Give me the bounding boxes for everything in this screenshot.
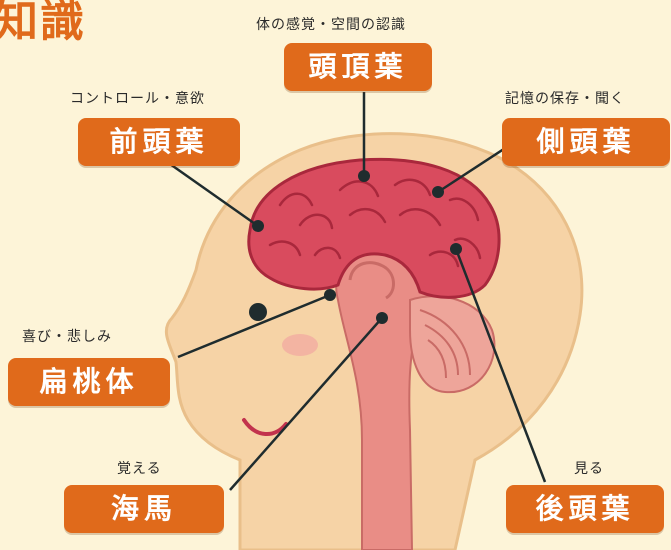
eye <box>249 303 267 321</box>
parietal-description: 体の感覚・空間の認識 <box>256 17 406 33</box>
cerebellum <box>409 295 496 394</box>
frontal-label: 前頭葉 <box>78 118 240 166</box>
hippocampus-description: 覚える <box>117 461 162 477</box>
occipital-label: 後頭葉 <box>506 485 664 533</box>
mouth <box>242 418 288 436</box>
parietal-label: 頭頂葉 <box>284 43 432 91</box>
marker-dots <box>252 170 462 324</box>
frontal-description: コントロール・意欲 <box>70 91 205 107</box>
hippocampus-label: 海馬 <box>64 485 224 533</box>
temporal-description: 記憶の保存・聞く <box>505 91 625 107</box>
temporal-label: 側頭葉 <box>502 118 670 166</box>
occipital-description: 見る <box>574 461 604 477</box>
leader-lines <box>169 92 547 491</box>
page-title: 知識 <box>0 0 86 47</box>
amygdala-label: 扁桃体 <box>8 358 170 406</box>
cheek <box>282 334 318 356</box>
amygdala-description: 喜び・悲しみ <box>22 329 112 345</box>
